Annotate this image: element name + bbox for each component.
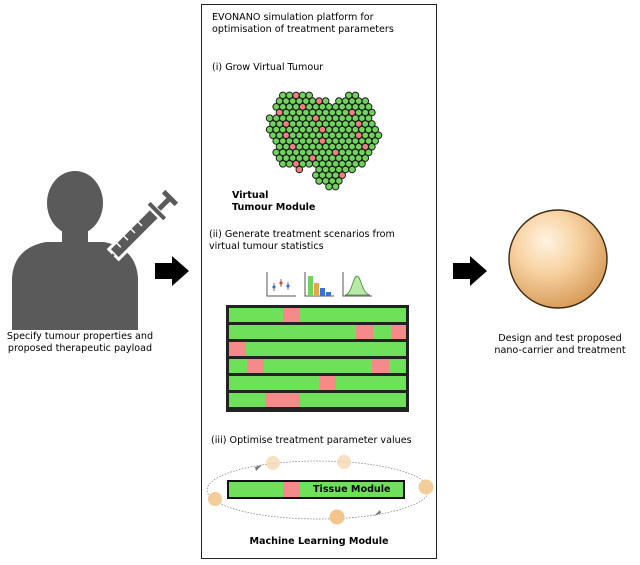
panel-title-line1: EVONANO simulation platform for bbox=[212, 12, 374, 23]
right-caption-line2: nano-carrier and treatment bbox=[494, 345, 626, 356]
scenario-highlight bbox=[265, 393, 300, 407]
step2-label: (ii) Generate treatment scenarios from v… bbox=[209, 229, 395, 253]
panel-title: EVONANO simulation platform for optimisa… bbox=[212, 12, 394, 36]
machine-learning-module-label: Machine Learning Module bbox=[249, 536, 389, 547]
scenario-bar bbox=[229, 359, 406, 373]
scenario-highlight bbox=[319, 376, 336, 390]
right-caption: Design and test proposed nano-carrier an… bbox=[480, 333, 640, 357]
evonano-panel bbox=[201, 4, 437, 559]
left-caption-line1: Specify tumour properties and bbox=[6, 331, 154, 342]
virtual-tumour-module-line1: Virtual bbox=[232, 190, 269, 201]
left-caption: Specify tumour properties and proposed t… bbox=[0, 331, 160, 355]
left-caption-line2: proposed therapeutic payload bbox=[7, 343, 153, 354]
step2-label-line2: virtual tumour statistics bbox=[209, 241, 324, 252]
tissue-module-label: Tissue Module bbox=[313, 484, 391, 495]
scenario-bar bbox=[229, 342, 406, 356]
scenario-highlight bbox=[283, 308, 300, 322]
scenario-highlight bbox=[391, 325, 406, 339]
scenario-bar bbox=[229, 376, 406, 390]
scenario-highlight bbox=[229, 342, 246, 356]
right-caption-line1: Design and test proposed bbox=[498, 333, 622, 344]
virtual-tumour-module-label: Virtual Tumour Module bbox=[232, 190, 315, 214]
step2-label-line1: (ii) Generate treatment scenarios from bbox=[209, 229, 395, 240]
scenario-bar bbox=[229, 308, 406, 322]
step1-label: (i) Grow Virtual Tumour bbox=[212, 62, 324, 73]
scenario-highlight bbox=[247, 359, 264, 373]
scenario-highlight bbox=[372, 359, 389, 373]
scenario-highlight bbox=[356, 325, 373, 339]
virtual-tumour-module-line2: Tumour Module bbox=[232, 202, 316, 213]
panel-title-line2: optimisation of treatment parameters bbox=[212, 24, 394, 35]
step3-label: (iii) Optimise treatment parameter value… bbox=[211, 435, 412, 446]
